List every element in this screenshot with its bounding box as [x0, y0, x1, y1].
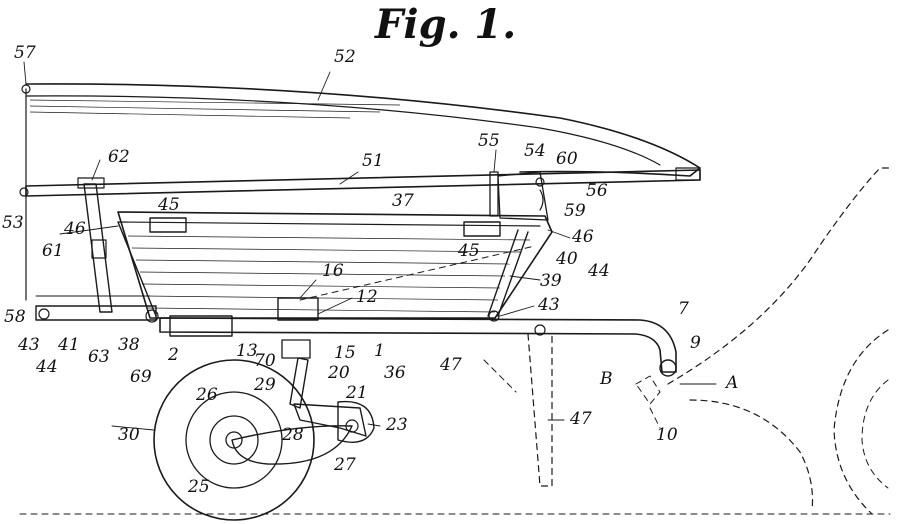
label-43-left: 43: [17, 335, 40, 355]
label-41: 41: [57, 335, 80, 355]
label-16: 16: [322, 261, 344, 281]
label-7: 7: [678, 299, 689, 319]
label-26: 26: [195, 385, 218, 405]
label-2: 2: [167, 345, 179, 365]
label-21: 21: [345, 383, 368, 403]
label-46-right: 46: [571, 227, 594, 247]
label-45-bottom: 45: [457, 241, 480, 261]
label-60: 60: [556, 149, 578, 169]
part-labels: 57 52 62 51 55 54 60 56 59 53 45 37 46 4…: [2, 43, 738, 497]
label-45-top: 45: [157, 195, 180, 215]
lower-frame-41: [36, 306, 156, 320]
stand-swing-arc: [484, 360, 516, 392]
label-55: 55: [478, 131, 500, 151]
label-46-left: 46: [63, 219, 86, 239]
label-12: 12: [356, 287, 378, 307]
block-16: [278, 298, 318, 320]
label-1: 1: [374, 341, 385, 361]
post-55: [490, 172, 498, 216]
label-25: 25: [187, 477, 210, 497]
label-44-right: 44: [587, 261, 610, 281]
label-63: 63: [88, 347, 110, 367]
coupler-B: [636, 376, 660, 404]
bracket-45-rear: [464, 222, 500, 236]
bracket-45-front: [150, 218, 186, 232]
label-57: 57: [14, 43, 36, 63]
stand-47: [528, 334, 552, 486]
arm-20: [290, 358, 308, 408]
label-23: 23: [385, 415, 408, 435]
label-51: 51: [362, 151, 384, 171]
label-27: 27: [333, 455, 356, 475]
label-29: 29: [253, 375, 276, 395]
label-40: 40: [555, 249, 578, 269]
label-28: 28: [281, 425, 304, 445]
label-62: 62: [108, 147, 130, 167]
label-20: 20: [327, 363, 350, 383]
label-54: 54: [524, 141, 546, 161]
label-47-bottom: 47: [569, 409, 592, 429]
label-53: 53: [2, 213, 24, 233]
label-B: B: [599, 369, 613, 389]
car-body-upper: [668, 168, 890, 384]
post-54: [498, 172, 548, 220]
top-cover-hatch: [30, 100, 400, 118]
car-wheel-outer: [834, 330, 888, 514]
label-44-left: 44: [35, 357, 58, 377]
strap-61: [84, 184, 112, 312]
label-52: 52: [334, 47, 356, 67]
label-70: 70: [254, 351, 276, 371]
car-wheel-inner: [862, 380, 888, 488]
label-36: 36: [384, 363, 406, 383]
label-A: A: [724, 373, 738, 393]
pin-60: [536, 178, 544, 186]
label-61: 61: [42, 241, 64, 261]
clip-59: [540, 190, 543, 210]
label-39: 39: [540, 271, 562, 291]
pivot-43-front: [39, 309, 49, 319]
figure-title: Fig. 1.: [374, 1, 516, 48]
label-59: 59: [564, 201, 586, 221]
label-9: 9: [690, 333, 701, 353]
spring-block-13: [282, 340, 310, 358]
label-37: 37: [392, 191, 414, 211]
label-10: 10: [656, 425, 678, 445]
label-38: 38: [118, 335, 140, 355]
label-15: 15: [334, 343, 356, 363]
label-47-top: 47: [439, 355, 462, 375]
car-fender: [690, 400, 813, 510]
label-43-right: 43: [537, 295, 560, 315]
label-58: 58: [4, 307, 26, 327]
buckle-62: [78, 178, 104, 188]
label-69: 69: [130, 367, 152, 387]
label-56: 56: [586, 181, 608, 201]
